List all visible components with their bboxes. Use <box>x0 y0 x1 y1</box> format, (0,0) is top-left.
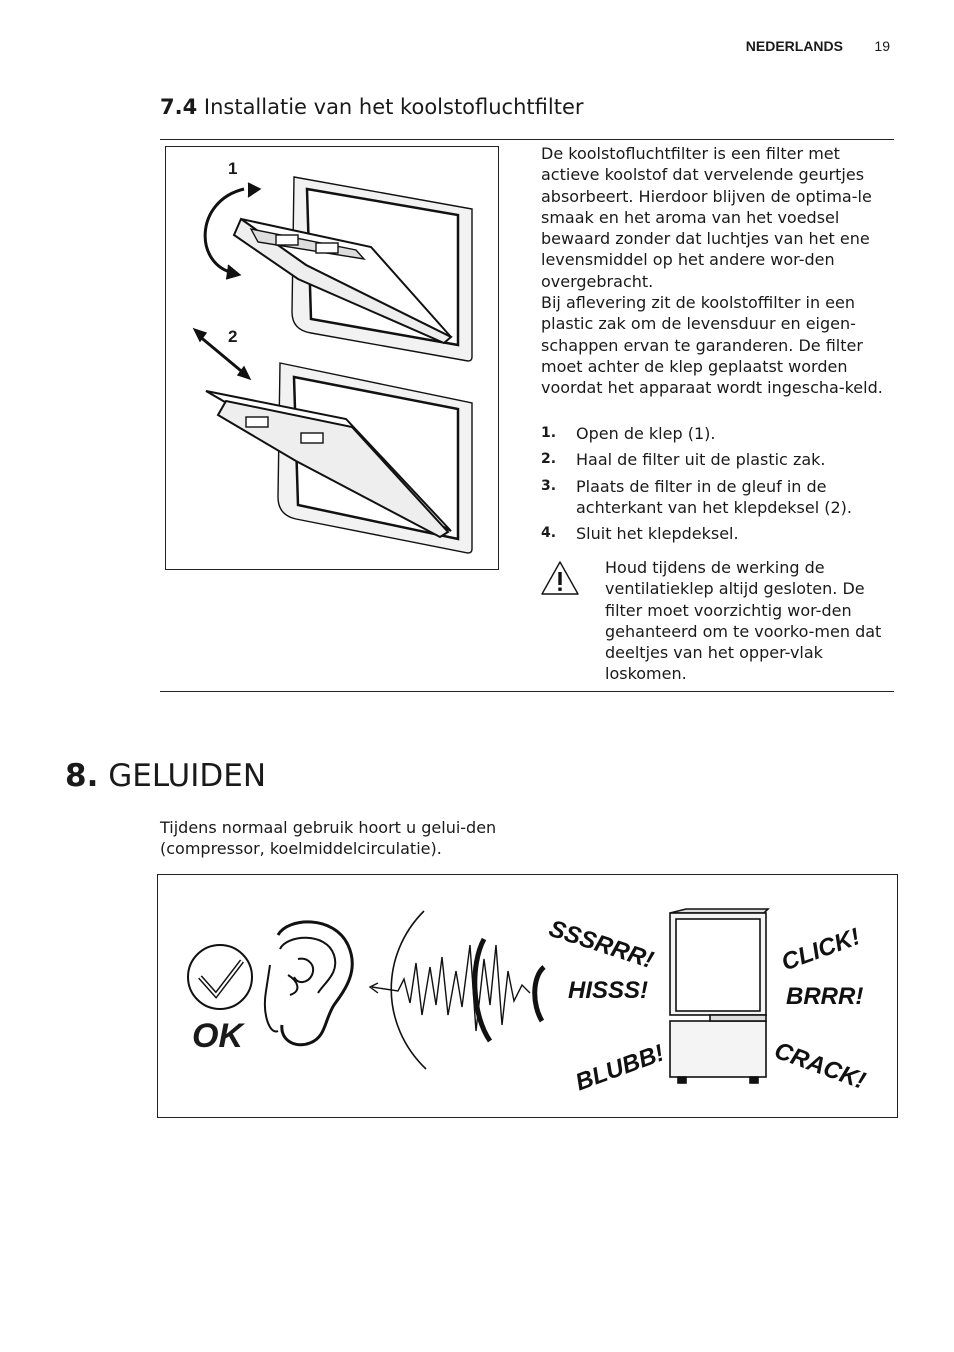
ok-label: OK <box>192 1017 243 1055</box>
sound-wave-icon <box>368 910 546 1070</box>
figure-label-1: 1 <box>228 159 238 178</box>
chapter-number: 8. <box>65 758 99 794</box>
divider-bottom <box>160 691 894 692</box>
step-item: 4.Sluit het klepdeksel. <box>541 524 739 544</box>
warning-text: Houd tijdens de werking de ventilatiekle… <box>605 558 882 684</box>
step-item: 3.Plaats de filter in de gleuf in de ach… <box>541 476 853 517</box>
section-number: 7.4 <box>160 95 198 119</box>
sounds-figure: OK SSSRRR! HISSS! BLUBB! CLICK! BRRR! CR… <box>157 874 898 1118</box>
page-number: 19 <box>874 38 890 54</box>
sounds-illustration <box>187 908 770 1084</box>
filter-installation-figure: 1 2 <box>165 146 499 570</box>
filter-illustration <box>192 176 473 554</box>
step-item: 1.Open de klep (1). <box>541 424 716 443</box>
header-language: NEDERLANDS <box>745 38 843 54</box>
filter-description: De koolstofluchtfilter is een filter met… <box>541 143 891 399</box>
check-icon <box>187 944 253 1010</box>
installation-steps: 1.Open de klep (1). 2.Haal de filter uit… <box>541 423 891 549</box>
warning-icon <box>541 561 579 595</box>
sound-brrr: BRRR! <box>786 983 864 1010</box>
figure-label-2: 2 <box>228 327 238 346</box>
section-title: 7.4 Installatie van het koolstofluchtfil… <box>160 95 584 119</box>
description-paragraph-2: Bij aflevering zit de koolstoffilter in … <box>541 293 883 398</box>
sounds-intro: Tijdens normaal gebruik hoort u gelui-de… <box>160 818 497 859</box>
chapter-title-text: GELUIDEN <box>108 758 267 794</box>
chapter-title: 8. GELUIDEN <box>65 758 266 794</box>
fridge-icon <box>669 908 770 1084</box>
step-item: 2.Haal de filter uit de plastic zak. <box>541 450 826 470</box>
divider-top <box>160 139 894 140</box>
section-title-text: Installatie van het koolstofluchtfilter <box>203 95 584 119</box>
ear-icon <box>264 920 354 1047</box>
description-paragraph-1: De koolstofluchtfilter is een filter met… <box>541 144 872 291</box>
sound-hisss: HISSS! <box>568 977 649 1004</box>
page-header: NEDERLANDS 19 <box>700 38 890 58</box>
